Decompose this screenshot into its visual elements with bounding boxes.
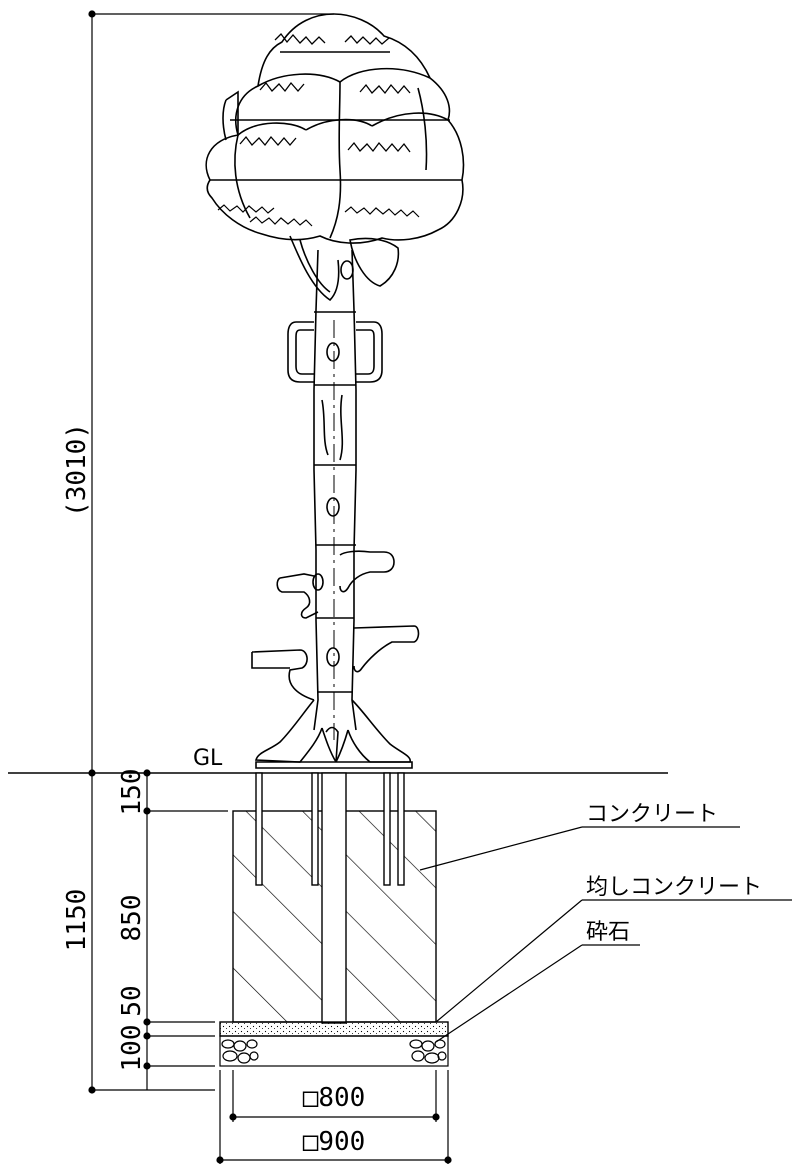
foundation-depth-dim: 1150 — [62, 889, 92, 952]
anchor-bolts — [255, 772, 405, 1024]
top-clearance-dim: 150 — [117, 769, 147, 816]
gravel-layer — [219, 1035, 449, 1067]
dimension-lines — [88, 10, 452, 1164]
branch-steps — [251, 550, 420, 701]
tree-roots — [254, 699, 413, 769]
foundation — [219, 772, 449, 1067]
ground-line-label: GL — [193, 746, 223, 771]
inner-width-dim: □800 — [303, 1083, 366, 1113]
concrete-label: コンクリート — [586, 802, 718, 827]
leveling-concrete-layer — [219, 1021, 449, 1037]
tree-canopy — [205, 13, 465, 244]
callouts — [419, 826, 792, 1043]
outer-width-dim: □900 — [303, 1127, 366, 1157]
tree-play-structure — [205, 13, 465, 769]
gravel-dim: 100 — [117, 1025, 147, 1072]
overall-height-dim: (3010) — [62, 423, 92, 517]
upper-branch — [289, 235, 400, 302]
gravel-label: 砕石 — [586, 920, 630, 945]
leveling-concrete-label: 均しコンクリート — [586, 875, 762, 900]
concrete-depth-dim: 850 — [117, 895, 147, 942]
tree-trunk — [312, 249, 357, 740]
trunk-handles — [287, 321, 383, 383]
leveling-concrete-dim: 50 — [117, 985, 147, 1016]
